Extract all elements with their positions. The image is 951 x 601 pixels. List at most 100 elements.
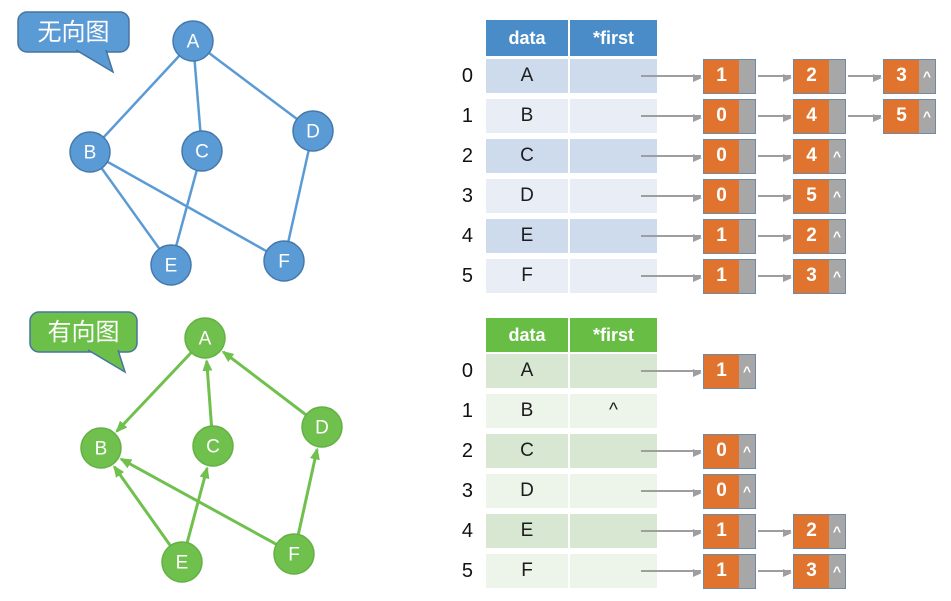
graph-node-A: A <box>172 20 214 62</box>
list-node: 0 <box>703 98 756 134</box>
graph-node-D: D <box>301 406 343 448</box>
arrow-head-icon <box>693 569 702 577</box>
next-pointer-arrow <box>758 529 792 537</box>
graph-node-label-F: F <box>288 545 300 566</box>
arrow-head-icon <box>693 114 702 122</box>
edge-B-E <box>88 151 173 266</box>
list-node-value: 2 <box>794 59 829 93</box>
list-node-value: 2 <box>794 219 829 253</box>
first-pointer-arrow <box>641 449 702 457</box>
list-node-pointer: ^ <box>829 179 845 213</box>
graph-node-C: C <box>181 130 223 172</box>
list-node-pointer: ^ <box>829 554 845 588</box>
list-node-pointer <box>739 179 755 213</box>
graph-node-label-C: C <box>206 437 220 458</box>
graph-node-label-B: B <box>84 143 97 164</box>
first-pointer-arrow <box>641 569 702 577</box>
list-node-pointer: ^ <box>739 434 755 468</box>
arrow-head-icon <box>783 194 792 202</box>
data-cell: B <box>486 99 568 133</box>
list-node-pointer: ^ <box>919 99 935 133</box>
next-pointer-arrow <box>758 569 792 577</box>
list-node-pointer <box>739 259 755 293</box>
list-node: 1 <box>703 258 756 294</box>
arrow-head-icon <box>783 74 792 82</box>
list-node-value: 1 <box>704 259 739 293</box>
list-node-pointer: ^ <box>829 514 845 548</box>
list-node: 1 <box>703 58 756 94</box>
data-cell: E <box>486 514 568 548</box>
graph-node-F: F <box>263 240 305 282</box>
list-node: 1 <box>703 218 756 254</box>
list-node: 4^ <box>793 138 846 174</box>
next-pointer-arrow <box>758 74 792 82</box>
arrow-head-icon <box>693 449 702 457</box>
row-index: 2 <box>461 439 473 462</box>
data-cell: A <box>486 354 568 388</box>
list-node-pointer <box>739 139 755 173</box>
next-pointer-arrow <box>848 74 882 82</box>
list-node-value: 3 <box>794 554 829 588</box>
first-pointer-arrow <box>641 74 702 82</box>
next-pointer-arrow <box>758 234 792 242</box>
list-node-pointer: ^ <box>919 59 935 93</box>
list-node: 5^ <box>883 98 936 134</box>
list-node: 0^ <box>703 473 756 509</box>
list-node: 2^ <box>793 513 846 549</box>
list-node-value: 3 <box>794 259 829 293</box>
undirected-header-data: data <box>486 20 568 56</box>
graph-node-label-A: A <box>199 329 212 350</box>
first-pointer-arrow <box>641 234 702 242</box>
list-node-value: 0 <box>704 474 739 508</box>
list-node-value: 2 <box>794 514 829 548</box>
row-index: 1 <box>461 104 473 127</box>
arrow-head-icon <box>693 369 702 377</box>
next-pointer-arrow <box>758 114 792 122</box>
edge-D-F <box>282 130 315 262</box>
undirected-label-bubble: 无向图 <box>17 11 130 74</box>
row-index: 5 <box>461 264 473 287</box>
list-node: 4 <box>793 98 846 134</box>
edge-A-B <box>89 40 194 153</box>
arrow-head-icon <box>693 194 702 202</box>
arrow-head-icon <box>783 114 792 122</box>
data-cell: C <box>486 139 568 173</box>
list-node: 3^ <box>883 58 936 94</box>
list-node-value: 5 <box>794 179 829 213</box>
next-pointer-arrow <box>848 114 882 122</box>
arrow-head-icon <box>783 154 792 162</box>
list-node-value: 1 <box>704 219 739 253</box>
list-node-pointer <box>739 554 755 588</box>
first-pointer-arrow <box>641 114 702 122</box>
data-cell: F <box>486 259 568 293</box>
data-cell: C <box>486 434 568 468</box>
graph-node-D: D <box>292 110 334 152</box>
list-node-value: 4 <box>794 139 829 173</box>
graph-node-label-E: E <box>165 256 178 277</box>
list-node: 0 <box>703 138 756 174</box>
list-node-pointer <box>739 514 755 548</box>
list-node-pointer: ^ <box>829 139 845 173</box>
row-index: 4 <box>461 224 473 247</box>
undirected-header-first: *first <box>570 20 657 56</box>
data-cell: D <box>486 474 568 508</box>
first-pointer-arrow <box>641 154 702 162</box>
graph-node-label-D: D <box>315 418 329 439</box>
row-index: 4 <box>461 519 473 542</box>
list-node-value: 1 <box>704 554 739 588</box>
row-index: 0 <box>461 64 473 87</box>
arrow-head-icon <box>693 74 702 82</box>
row-index: 1 <box>461 399 473 422</box>
graph-node-label-E: E <box>176 553 189 574</box>
list-node: 2^ <box>793 218 846 254</box>
directed-label-bubble: 有向图 <box>29 311 138 374</box>
graph-node-E: E <box>161 541 203 583</box>
undirected-label: 无向图 <box>38 19 110 46</box>
arrow-head-icon <box>693 234 702 242</box>
list-node-value: 1 <box>704 514 739 548</box>
first-pointer-arrow <box>641 369 702 377</box>
first-pointer-arrow <box>641 194 702 202</box>
graph-node-E: E <box>150 244 192 286</box>
data-cell: D <box>486 179 568 213</box>
